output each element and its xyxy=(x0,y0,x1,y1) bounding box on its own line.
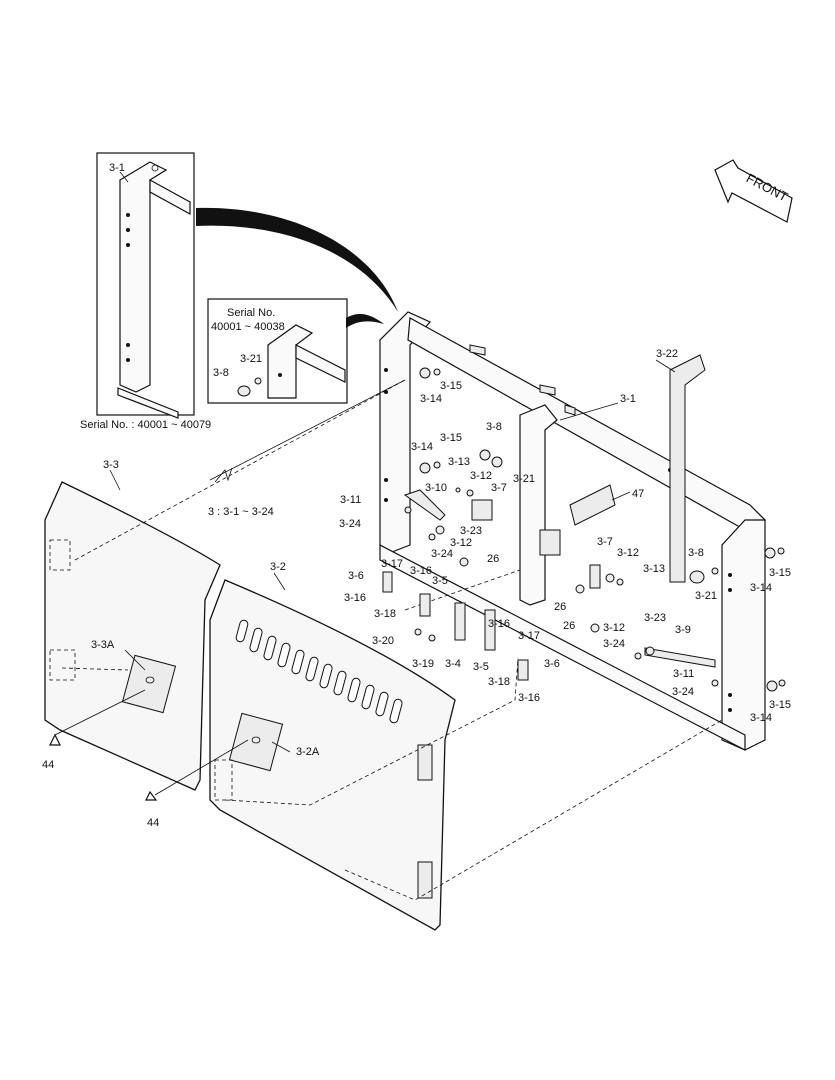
callout-3-11: 3-11 xyxy=(340,494,361,506)
callout-3-21: 3-21 xyxy=(695,590,717,602)
callout-3-12: 3-12 xyxy=(450,537,472,549)
inset2-serial-range: 40001 ~ 40038 xyxy=(211,321,285,333)
inset-serial-detail xyxy=(207,298,348,404)
callout-3-6: 3-6 xyxy=(544,658,560,670)
callout-labels: 3-1 3-1 3-2 3-2A 3-3 3-3A 3-4 3-5 3-5 3-… xyxy=(42,162,791,829)
callout-3-7: 3-7 xyxy=(597,536,613,548)
assembly-lines xyxy=(54,379,723,901)
callout-3-1: 3-1 xyxy=(620,393,636,405)
callout-3-24: 3-24 xyxy=(339,518,361,530)
callout-3-17: 3-17 xyxy=(518,630,540,642)
callout-3-23: 3-23 xyxy=(460,525,482,537)
callout-3-4: 3-4 xyxy=(445,658,461,670)
callout-3-16: 3-16 xyxy=(410,565,432,577)
part-47-plate xyxy=(569,484,616,526)
callout-3-24: 3-24 xyxy=(603,638,625,650)
callout-3-3: 3-3 xyxy=(103,459,119,471)
part-3-22-strip xyxy=(669,354,706,583)
callout-26: 26 xyxy=(563,620,575,632)
callout-26: 26 xyxy=(554,601,566,613)
callout-44: 44 xyxy=(147,817,159,829)
callout-3-15: 3-15 xyxy=(769,699,791,711)
callout-47: 47 xyxy=(632,488,644,500)
callout-3-13: 3-13 xyxy=(643,563,665,575)
callout-3-21: 3-21 xyxy=(240,353,262,365)
callout-3-6: 3-6 xyxy=(348,570,364,582)
callout-3-15: 3-15 xyxy=(440,380,462,392)
callout-26: 26 xyxy=(487,553,499,565)
callout-3-8: 3-8 xyxy=(688,547,704,559)
callout-3-8: 3-8 xyxy=(213,367,229,379)
callout-3-1: 3-1 xyxy=(109,162,125,174)
panel-3-2 xyxy=(145,579,456,931)
callout-3-12: 3-12 xyxy=(470,470,492,482)
detail-pointer-arrow xyxy=(196,207,398,312)
panel-3-2-vent-slots xyxy=(235,619,403,724)
callout-3-15: 3-15 xyxy=(440,432,462,444)
main-frame xyxy=(379,311,767,751)
callout-3-23: 3-23 xyxy=(644,612,666,624)
callout-3-22: 3-22 xyxy=(656,348,678,360)
callout-3-17: 3-17 xyxy=(381,558,403,570)
callout-44: 44 xyxy=(42,759,54,771)
hardware-parts xyxy=(382,367,786,692)
callout-3-16: 3-16 xyxy=(518,692,540,704)
callout-3-10: 3-10 xyxy=(425,482,447,494)
callout-3-3a: 3-3A xyxy=(91,639,115,651)
callout-3-21: 3-21 xyxy=(513,473,535,485)
callout-3-9: 3-9 xyxy=(675,624,691,636)
callout-3-14: 3-14 xyxy=(750,712,772,724)
callout-3-14: 3-14 xyxy=(411,441,433,453)
callout-3-14: 3-14 xyxy=(420,393,442,405)
callout-3-7: 3-7 xyxy=(491,482,507,494)
callout-3-13: 3-13 xyxy=(448,456,470,468)
leader-lines xyxy=(109,171,676,753)
callout-3-15: 3-15 xyxy=(769,567,791,579)
callout-3-18: 3-18 xyxy=(374,608,396,620)
inset-serial-range: Serial No. : 40001 ~ 40079 xyxy=(80,419,211,431)
callout-3-20: 3-20 xyxy=(372,635,394,647)
group-note: 3 : 3-1 ~ 3-24 xyxy=(208,506,274,518)
callout-3-24: 3-24 xyxy=(431,548,453,560)
callout-3-16: 3-16 xyxy=(344,592,366,604)
callout-3-2: 3-2 xyxy=(270,561,286,573)
callout-3-5: 3-5 xyxy=(432,575,448,587)
callout-3-11: 3-11 xyxy=(673,668,694,680)
callout-3-8: 3-8 xyxy=(486,421,502,433)
detail-pointer-arrow-small xyxy=(346,313,384,328)
callout-3-16: 3-16 xyxy=(488,618,510,630)
callout-3-12: 3-12 xyxy=(603,622,625,634)
callout-3-18: 3-18 xyxy=(488,676,510,688)
inset-frame-detail xyxy=(96,152,195,419)
callout-3-2a: 3-2A xyxy=(296,746,320,758)
front-arrow: FRONT xyxy=(714,159,793,223)
front-label: FRONT xyxy=(744,170,791,204)
inset2-serial-title: Serial No. xyxy=(227,307,275,319)
callout-3-12: 3-12 xyxy=(617,547,639,559)
panel-3-3 xyxy=(44,481,221,791)
callout-3-19: 3-19 xyxy=(412,658,434,670)
callout-3-14: 3-14 xyxy=(750,582,772,594)
callout-3-5: 3-5 xyxy=(473,661,489,673)
callout-3-24: 3-24 xyxy=(672,686,694,698)
